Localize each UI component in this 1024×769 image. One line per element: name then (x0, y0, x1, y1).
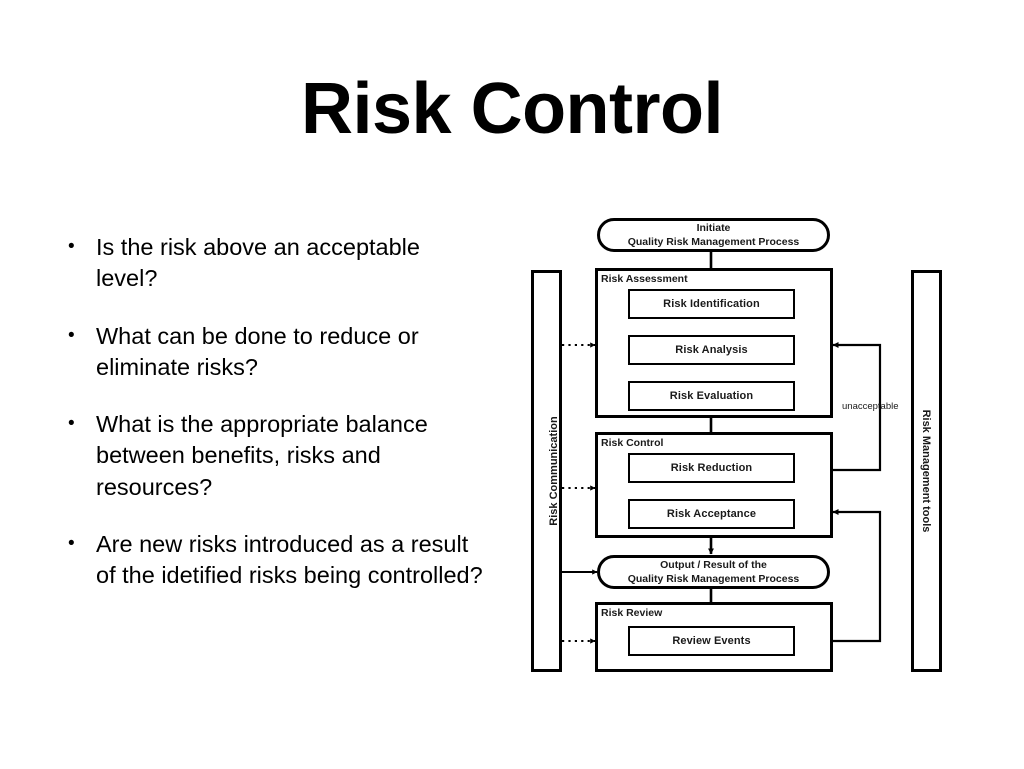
output-node-line2: Quality Risk Management Process (627, 573, 800, 585)
list-item-text: Are new risks introduced as a result of … (96, 530, 483, 588)
risk-assessment-group-label: Risk Assessment (601, 273, 688, 285)
risk-review-group-label: Risk Review (601, 607, 663, 619)
bullet-marker-icon: • (68, 532, 75, 554)
risk-management-tools-column (911, 270, 942, 672)
risk-identification-box: Risk Identification (628, 289, 795, 319)
initiate-node: Initiate Quality Risk Management Process (597, 218, 830, 252)
output-result-node: Output / Result of the Quality Risk Mana… (597, 555, 830, 589)
list-item-text: What can be done to reduce or eliminate … (96, 322, 419, 380)
review-events-box: Review Events (628, 626, 795, 656)
risk-communication-label: Risk Communication (548, 416, 560, 526)
bullet-marker-icon: • (68, 236, 75, 257)
list-item-text: Is the risk above an acceptable level? (96, 234, 420, 292)
risk-management-tools-label: Risk Management tools (920, 409, 932, 533)
risk-evaluation-box: Risk Evaluation (628, 381, 795, 411)
list-item: • What can be done to reduce or eliminat… (68, 321, 486, 384)
risk-analysis-box: Risk Analysis (628, 335, 795, 365)
list-item: • Is the risk above an acceptable level? (68, 232, 486, 295)
bullet-marker-icon: • (68, 324, 75, 346)
initiate-node-line1: Initiate (696, 221, 731, 234)
list-item: • Are new risks introduced as a result o… (68, 529, 486, 592)
bullet-list: • Is the risk above an acceptable level?… (68, 232, 486, 591)
bullet-marker-icon: • (68, 413, 75, 434)
initiate-node-line2: Quality Risk Management Process (627, 236, 800, 248)
risk-reduction-box: Risk Reduction (628, 453, 795, 483)
unacceptable-loop-label: unacceptable (842, 401, 899, 412)
risk-control-group-label: Risk Control (601, 437, 664, 449)
page-title: Risk Control (300, 69, 724, 149)
quality-risk-management-process-diagram: Risk Communication Risk Management tools… (522, 205, 962, 685)
list-item-text: What is the appropriate balance between … (96, 411, 428, 500)
list-item: • What is the appropriate balance betwee… (68, 409, 486, 503)
risk-acceptance-box: Risk Acceptance (628, 499, 795, 529)
output-node-line1: Output / Result of the (660, 558, 767, 571)
risk-communication-column (531, 270, 562, 672)
